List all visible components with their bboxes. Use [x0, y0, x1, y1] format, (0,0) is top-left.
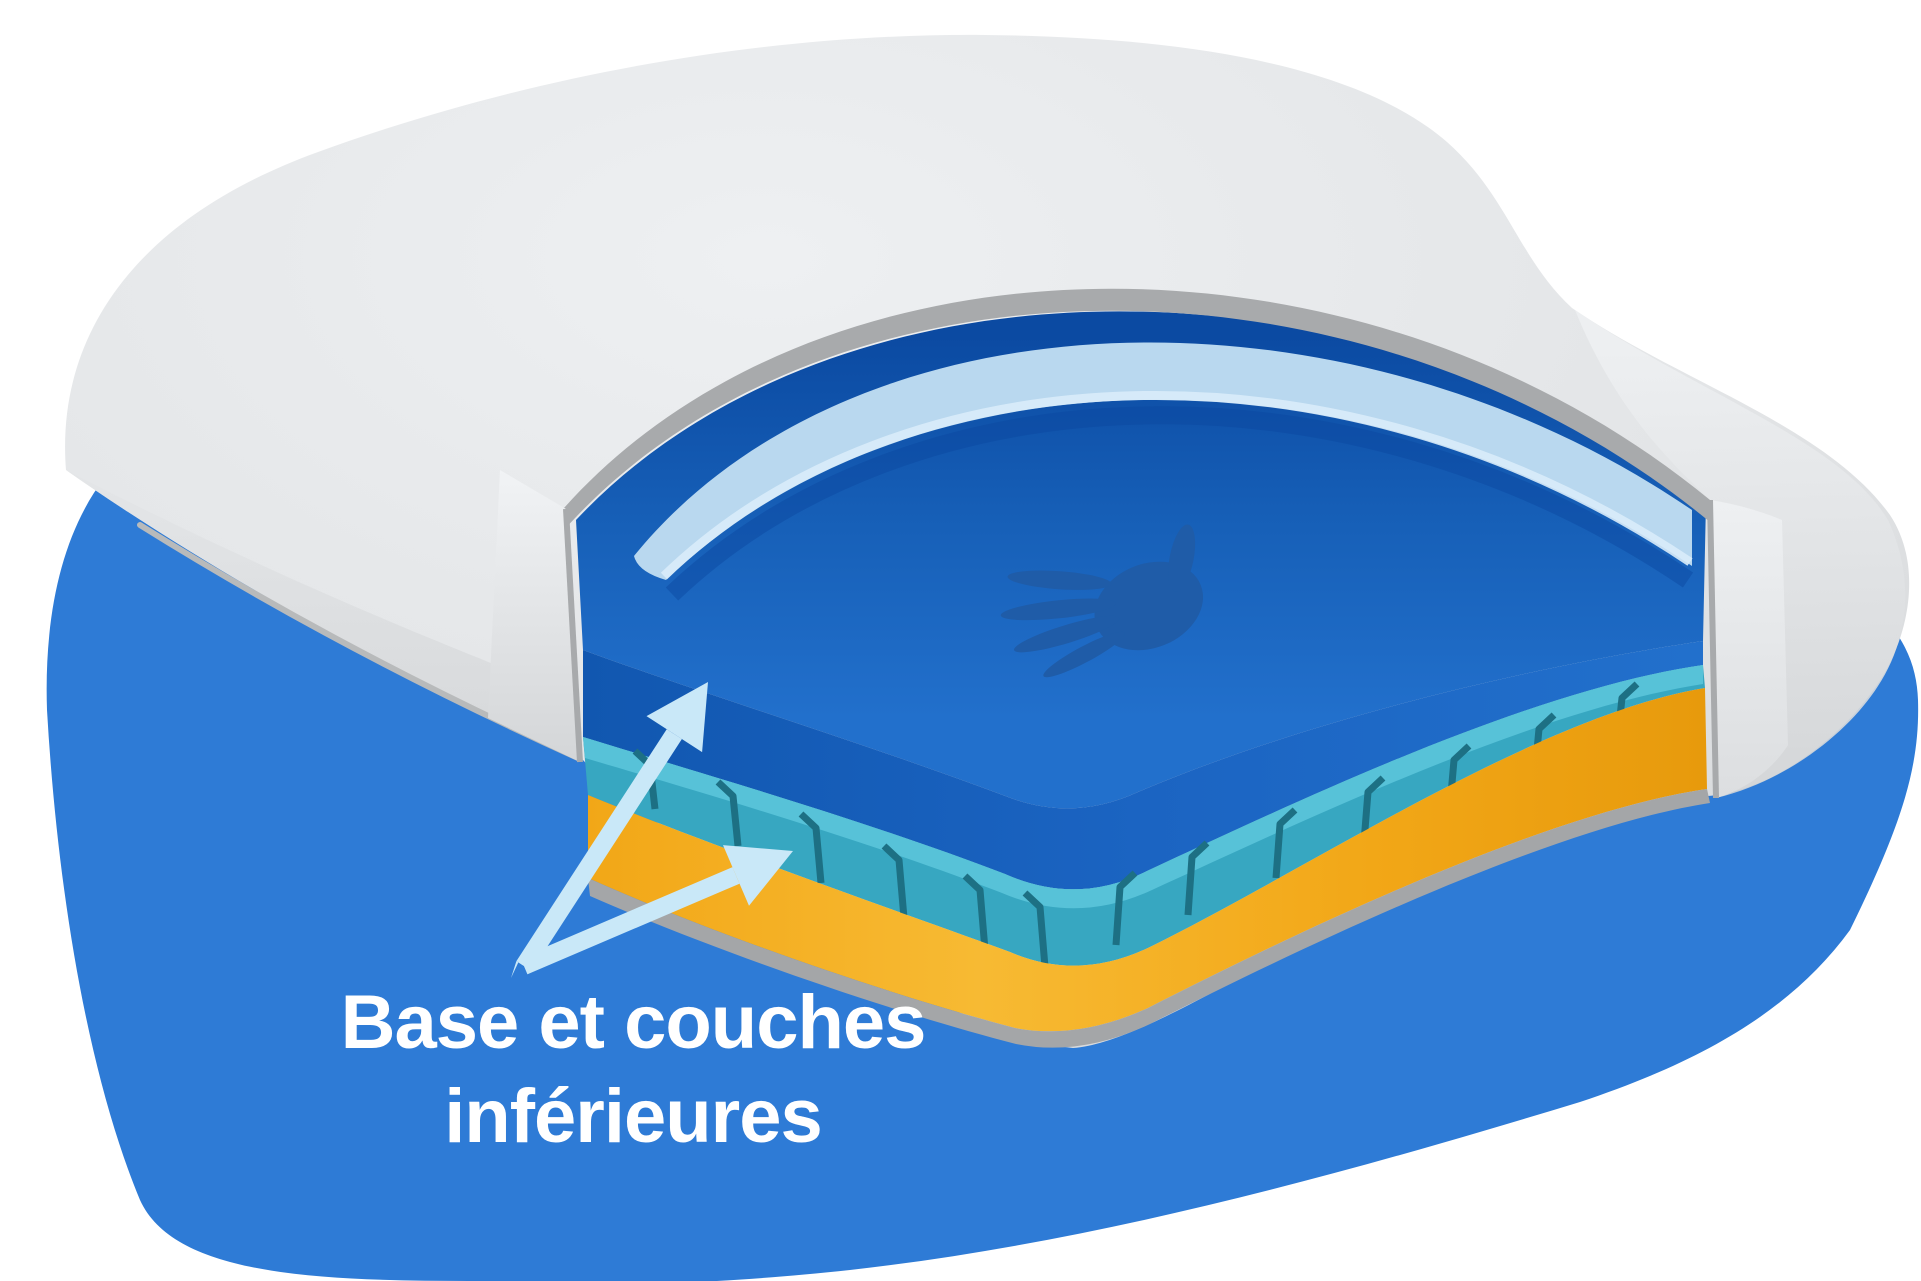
- annotation-arrow-lower-head: [723, 845, 793, 906]
- top-cover-layer: [634, 342, 1692, 580]
- memory-foam-front: [583, 641, 1703, 890]
- cutaway-right-wall: [1710, 500, 1788, 798]
- annotation-arrow-vertex: [511, 957, 532, 978]
- cutaway-rim: [564, 288, 1710, 530]
- cutaway-wall-seams: [563, 499, 1719, 799]
- top-cover-front-edge: [660, 390, 1693, 580]
- annotation-arrow-lower-shaft: [520, 867, 740, 975]
- transition-layer: [583, 665, 1705, 966]
- cover-underside-shadow: [665, 406, 1694, 601]
- cutaway-left-wall: [488, 470, 580, 762]
- mattress-left-side-face: [66, 470, 578, 760]
- annotation-arrow-upper-head: [646, 682, 708, 753]
- caption-line-1: Base et couches: [341, 980, 926, 1065]
- annotation-arrow-upper-shaft: [516, 729, 682, 971]
- arrow-icon: [511, 682, 793, 978]
- caption-line-2: inférieures: [444, 1074, 822, 1159]
- hand-imprint-icon: [1000, 524, 1204, 678]
- base-bottom-rim: [588, 789, 1710, 1048]
- support-base-layer: [588, 688, 1707, 1032]
